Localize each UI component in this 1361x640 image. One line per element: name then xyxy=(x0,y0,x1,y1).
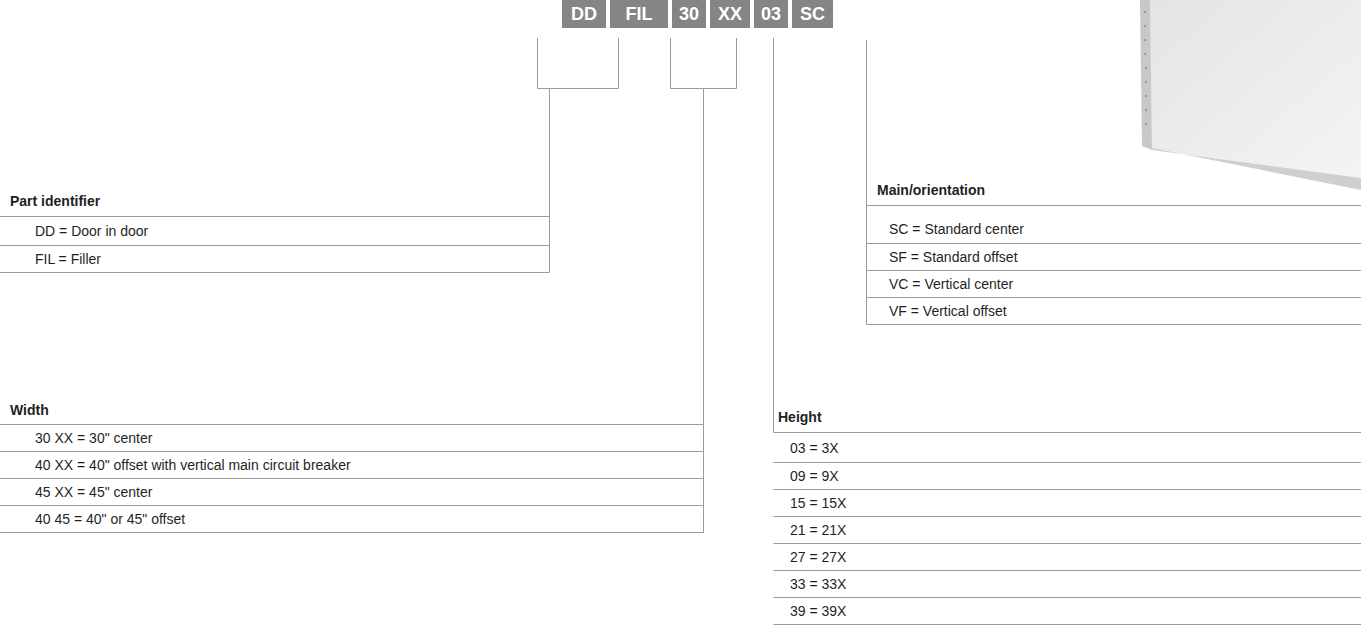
table-row: SF = Standard offset xyxy=(889,249,1018,265)
table-heading: Part identifier xyxy=(10,193,100,209)
table-row: 45 XX = 45" center xyxy=(35,484,152,500)
table-heading: Main/orientation xyxy=(877,182,985,198)
table-row: 03 = 3X xyxy=(790,440,839,456)
table-rule xyxy=(867,243,1361,244)
table-heading: Width xyxy=(10,402,49,418)
table-row: VC = Vertical center xyxy=(889,276,1013,292)
table-row: FIL = Filler xyxy=(35,251,101,267)
table-rule xyxy=(0,424,704,425)
code-box: XX xyxy=(710,0,750,28)
table-row: 30 XX = 30" center xyxy=(35,430,152,446)
table-rule xyxy=(774,570,1361,571)
table-rule xyxy=(774,624,1361,625)
table-row: 15 = 15X xyxy=(790,495,846,511)
table-rule xyxy=(0,532,704,533)
table-row: DD = Door in door xyxy=(35,223,148,239)
table-row: 40 45 = 40" or 45" offset xyxy=(35,511,185,527)
code-box: SC xyxy=(792,0,833,28)
panel-illustration xyxy=(1140,0,1361,190)
table-row: 40 XX = 40" offset with vertical main ci… xyxy=(35,457,351,473)
table-heading: Height xyxy=(778,409,822,425)
table-row: VF = Vertical offset xyxy=(889,303,1007,319)
leader-line xyxy=(866,40,867,325)
table-rule xyxy=(867,324,1361,325)
table-rule xyxy=(0,216,550,217)
table-rule xyxy=(774,489,1361,490)
table-row: 39 = 39X xyxy=(790,603,846,619)
table-rule xyxy=(0,478,704,479)
table-rule xyxy=(774,543,1361,544)
table-rule xyxy=(0,505,704,506)
table-rule xyxy=(867,205,1361,206)
table-row: 21 = 21X xyxy=(790,522,846,538)
code-segment: DD xyxy=(571,4,597,24)
table-row: SC = Standard center xyxy=(889,221,1024,237)
code-segment: SC xyxy=(800,4,825,24)
code-box: 30 xyxy=(672,0,706,28)
code-segment: FIL xyxy=(626,4,653,24)
table-rule xyxy=(867,270,1361,271)
table-rule xyxy=(0,451,704,452)
table-row: 33 = 33X xyxy=(790,576,846,592)
code-box: 03 xyxy=(754,0,788,28)
table-rule xyxy=(867,297,1361,298)
bracket xyxy=(538,38,619,89)
table-rule xyxy=(774,462,1361,463)
table-rule xyxy=(774,516,1361,517)
table-rule xyxy=(774,432,1361,433)
table-row: 27 = 27X xyxy=(790,549,846,565)
leader-line xyxy=(703,89,704,533)
table-rule xyxy=(0,245,550,246)
table-rule xyxy=(0,272,550,273)
code-segment: XX xyxy=(718,4,742,24)
table-row: 09 = 9X xyxy=(790,468,839,484)
bracket xyxy=(671,38,737,89)
leader-line xyxy=(773,38,774,433)
code-segment: 03 xyxy=(761,4,781,24)
code-box: DD xyxy=(562,0,606,28)
leader-line xyxy=(549,89,550,273)
code-box: FIL xyxy=(610,0,668,28)
table-rule xyxy=(774,597,1361,598)
code-segment: 30 xyxy=(679,4,699,24)
